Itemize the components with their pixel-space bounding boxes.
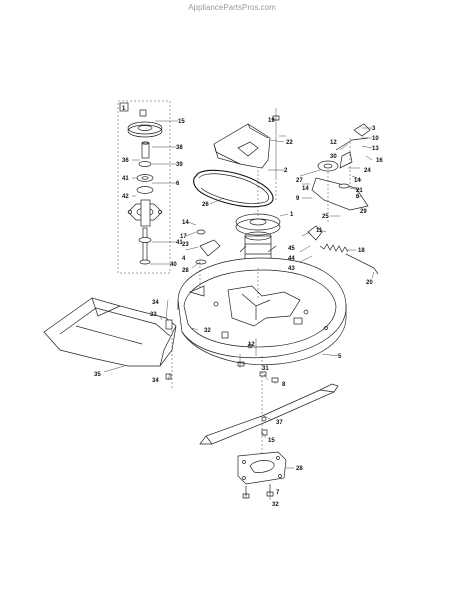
callout-26: 26 — [202, 202, 209, 208]
callout-34-top: 34 — [152, 300, 159, 306]
callout-34-bottom: 34 — [152, 378, 159, 384]
spindle-pulley — [127, 121, 163, 135]
callout-10: 10 — [372, 136, 379, 142]
callout-5: 5 — [338, 354, 342, 360]
spindle-spacer — [141, 142, 150, 159]
callout-27: 27 — [296, 178, 303, 184]
callout-14-right: 14 — [354, 178, 361, 184]
inset-label-box — [119, 102, 129, 112]
callout-24: 24 — [364, 168, 371, 174]
callout-39: 39 — [176, 162, 183, 168]
callout-15-top: 15 — [178, 119, 185, 125]
callout-14-left: 14 — [182, 220, 189, 226]
callout-14-mid: 14 — [302, 186, 309, 192]
mower-deck — [177, 257, 347, 366]
callout-12-deck: 12 — [248, 342, 255, 348]
spindle-screw — [139, 109, 147, 117]
callout-22: 22 — [286, 140, 293, 146]
washer-upper — [138, 161, 152, 167]
idler-pulley — [317, 160, 339, 172]
hardware — [165, 361, 279, 436]
callout-25: 25 — [322, 214, 329, 220]
callout-44: 44 — [288, 256, 295, 262]
callout-38: 38 — [176, 145, 183, 151]
callout-23: 23 — [182, 242, 189, 248]
callout-33: 33 — [150, 312, 157, 318]
callout-12-top: 12 — [330, 140, 337, 146]
callout-15-blade: 15 — [268, 438, 275, 444]
cover-bolt — [272, 115, 280, 121]
callout-37: 37 — [276, 420, 283, 426]
bearing-lower — [136, 186, 154, 194]
callout-7: 7 — [276, 490, 280, 496]
discharge-chute — [43, 297, 177, 367]
callout-31: 31 — [262, 366, 269, 372]
inset-border — [117, 100, 171, 274]
callouts: 15 38 36 39 41 6 42 41 40 1 19 22 2 26 3… — [94, 118, 383, 508]
callout-18: 18 — [358, 248, 365, 254]
callout-45: 45 — [288, 246, 295, 252]
idler-bracket — [307, 123, 371, 241]
callout-11: 11 — [316, 228, 323, 234]
rod — [345, 253, 379, 275]
callout-40: 40 — [170, 262, 177, 268]
callout-17: 17 — [180, 234, 187, 240]
callout-29: 29 — [360, 209, 367, 215]
callout-20: 20 — [366, 280, 373, 286]
callout-43: 43 — [288, 266, 295, 272]
callout-8: 8 — [282, 382, 286, 388]
callout-41-lower: 41 — [176, 240, 183, 246]
callout-28-adapter: 28 — [296, 466, 303, 472]
top-cover — [213, 108, 280, 178]
callout-2: 2 — [284, 168, 288, 174]
spindle-inset: 1 — [117, 100, 171, 274]
callout-1: 1 — [290, 212, 294, 218]
callout-16: 16 — [376, 158, 383, 164]
callout-13: 13 — [372, 146, 379, 152]
callout-9: 9 — [296, 196, 300, 202]
spring — [319, 243, 349, 253]
blade-adapter — [237, 451, 287, 499]
bearing-upper — [136, 174, 154, 182]
callout-3: 3 — [372, 126, 376, 132]
watermark-text: AppliancePartsPros.com — [188, 3, 276, 12]
assembly-lines — [171, 138, 351, 456]
callout-4: 4 — [182, 256, 186, 262]
inset-label: 1 — [122, 106, 126, 112]
callout-19: 19 — [268, 118, 275, 124]
callout-32-bottom: 32 — [272, 502, 279, 508]
spindle-shaft — [142, 227, 148, 263]
callout-6-right: 6 — [356, 194, 360, 200]
callout-28-left: 28 — [182, 268, 189, 274]
callout-42: 42 — [122, 194, 129, 200]
callout-36: 36 — [122, 158, 129, 164]
blade — [199, 383, 339, 445]
callout-41-upper: 41 — [122, 176, 129, 182]
callout-30: 30 — [330, 154, 337, 160]
callout-21: 21 — [356, 188, 363, 194]
v-belt — [193, 169, 274, 208]
callout-35: 35 — [94, 372, 101, 378]
callout-32-deck: 32 — [204, 328, 211, 334]
callout-6-upper: 6 — [176, 181, 180, 187]
